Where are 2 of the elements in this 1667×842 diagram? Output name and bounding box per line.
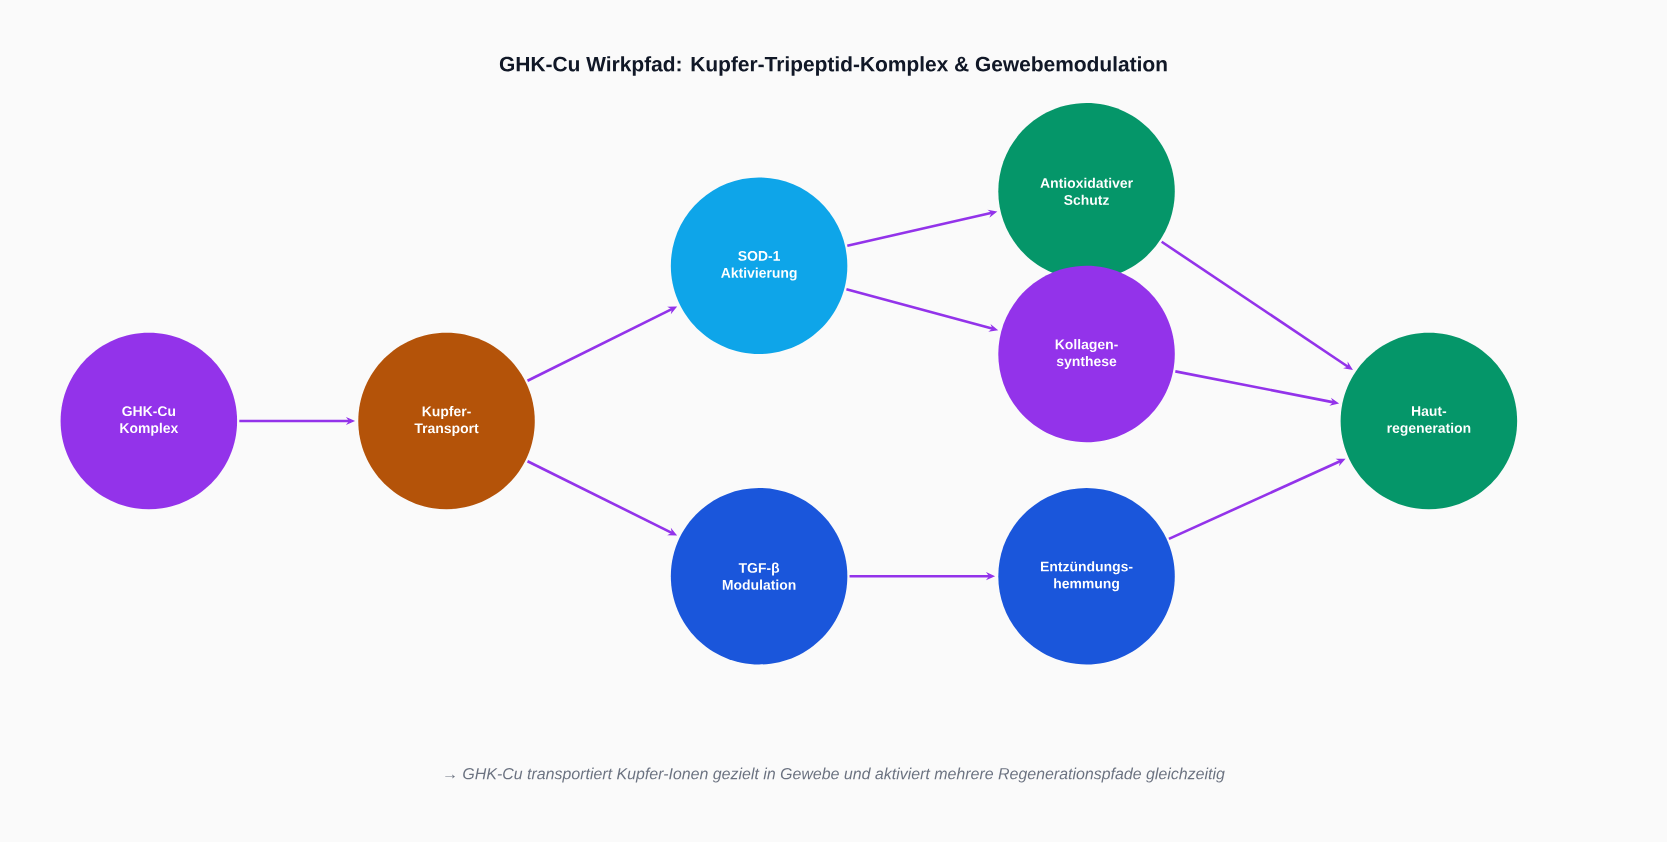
caption: → GHK-Cu transportiert Kupfer-Ionen gezielt in Gewebe und aktiviert mehrere Regenerationspfade gleichzeitig — [445, 767, 1225, 783]
title: GHK-Cu Wirkpfad: Kupfer-Tripeptid-Komplex & Gewebemodulation — [499, 56, 1167, 76]
